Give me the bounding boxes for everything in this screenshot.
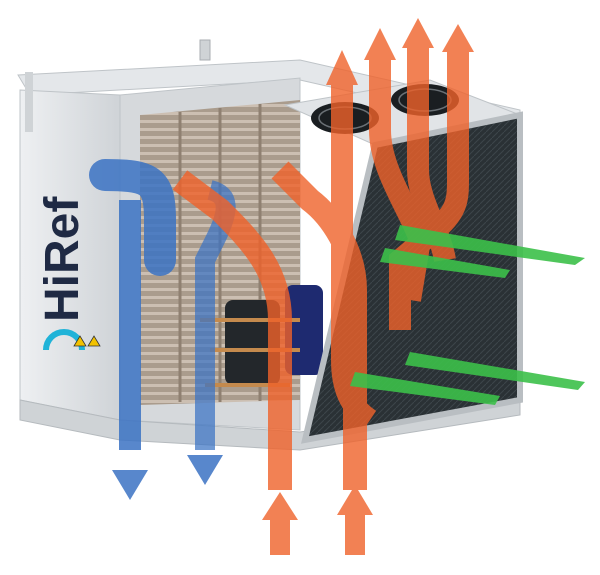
warning-icon	[73, 335, 101, 347]
hot-air-intake-arrow-1	[262, 492, 298, 520]
hot-air-arrow-up-2	[364, 28, 396, 60]
brand-name: HiRef	[36, 196, 89, 322]
cold-air-arrow-2	[187, 455, 223, 485]
cold-air-arrow-1	[112, 470, 148, 500]
hot-air-intake-arrow-2	[337, 485, 373, 515]
compressor-assembly	[200, 285, 323, 387]
hot-air-arrow-up-3	[402, 18, 434, 48]
hot-air-arrow-up-1	[326, 50, 358, 85]
hot-air-arrow-up-4	[442, 24, 474, 52]
outside-air-flow	[350, 225, 585, 405]
